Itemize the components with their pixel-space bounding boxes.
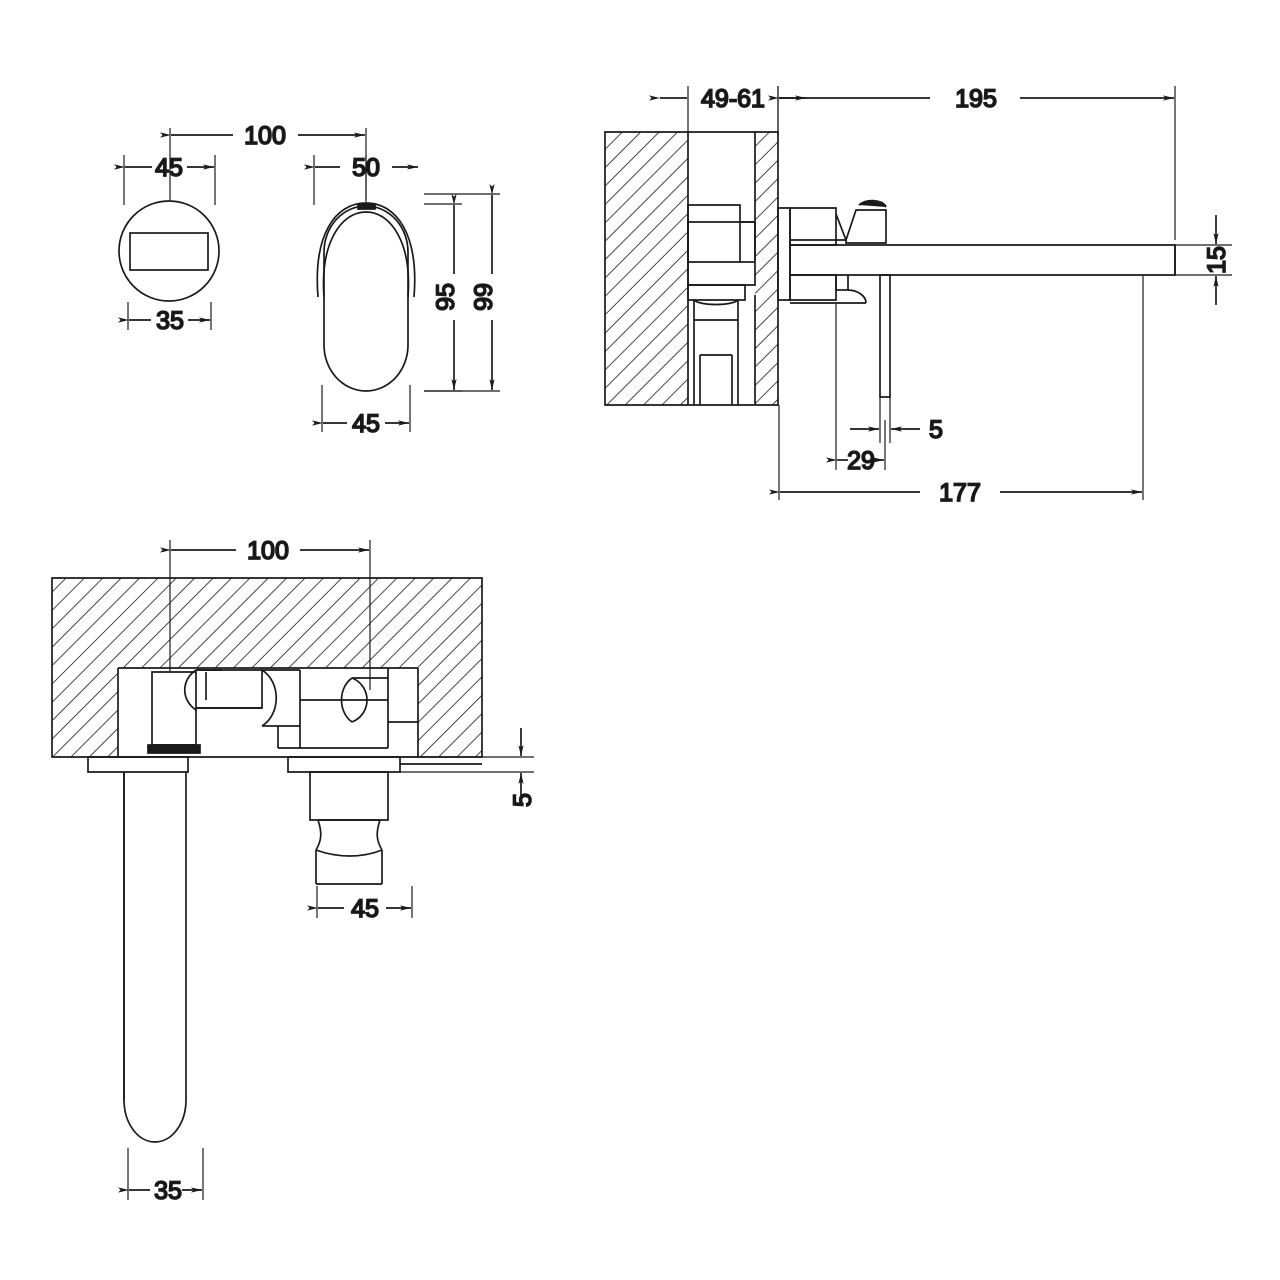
wall-plan-hatched xyxy=(51,577,483,758)
wall-section-hatched xyxy=(604,131,779,406)
flange-plan xyxy=(87,756,482,773)
valve-stack-plan xyxy=(309,771,389,885)
round-plate-outline xyxy=(118,200,220,302)
dimension-49-61: 49-61 xyxy=(649,84,806,135)
dimension-95: 95 xyxy=(424,194,462,392)
view-front-elevation: 100 45 50 35 xyxy=(114,121,500,439)
dimension-label: 5 xyxy=(929,416,943,444)
dimension-5-plan: 5 xyxy=(400,728,538,808)
dimension-label: 45 xyxy=(352,410,380,438)
dimension-35-plate: 35 xyxy=(118,302,212,336)
dimension-5-lever: 5 xyxy=(850,397,944,445)
view-plan-section: 100 45 35 5 xyxy=(51,536,538,1206)
dimension-label: 195 xyxy=(955,85,997,113)
dimension-label: 29 xyxy=(847,447,875,475)
dimension-label: 49-61 xyxy=(701,85,765,113)
dimension-195: 195 xyxy=(768,84,1176,240)
dimension-35-plan: 35 xyxy=(118,1148,204,1206)
handle-lever-side xyxy=(789,199,887,246)
dimension-45-plan: 45 xyxy=(307,886,413,924)
oval-handle-outline xyxy=(316,202,416,392)
spout-arm-side xyxy=(789,244,1176,276)
view-side-section: 49-61 195 15 5 xyxy=(604,84,1232,508)
dimension-label: 100 xyxy=(244,122,286,150)
dimension-177: 177 xyxy=(769,275,1144,508)
dimension-label: 95 xyxy=(432,283,460,311)
dimension-label: 45 xyxy=(351,895,379,923)
escutcheon-side-profile xyxy=(777,207,791,301)
lever-tail-side xyxy=(879,274,891,398)
mixer-internals-plan xyxy=(147,668,418,754)
dimension-50-handle: 50 xyxy=(304,153,418,205)
dimension-label: 35 xyxy=(154,1177,182,1205)
dimension-label: 45 xyxy=(155,154,183,182)
dimension-15: 15 xyxy=(1175,215,1232,305)
dimension-label: 177 xyxy=(939,479,981,507)
valve-body-section xyxy=(687,204,756,405)
mixer-body-side xyxy=(789,274,867,304)
dimension-45-plate: 45 xyxy=(114,153,216,205)
dimension-45-handle: 45 xyxy=(312,385,411,439)
dimension-label: 15 xyxy=(1203,246,1231,274)
dimension-100-top: 100 xyxy=(160,121,367,200)
dimension-label: 5 xyxy=(509,793,537,807)
dimension-label: 35 xyxy=(156,307,184,335)
dimension-label: 50 xyxy=(352,154,380,182)
dimension-99: 99 xyxy=(424,184,500,392)
spout-plan xyxy=(123,772,187,1143)
dimension-label: 100 xyxy=(247,537,289,565)
dimension-100-plan: 100 xyxy=(160,536,371,690)
dimension-29: 29 xyxy=(826,303,886,476)
dimension-label: 99 xyxy=(470,283,498,311)
